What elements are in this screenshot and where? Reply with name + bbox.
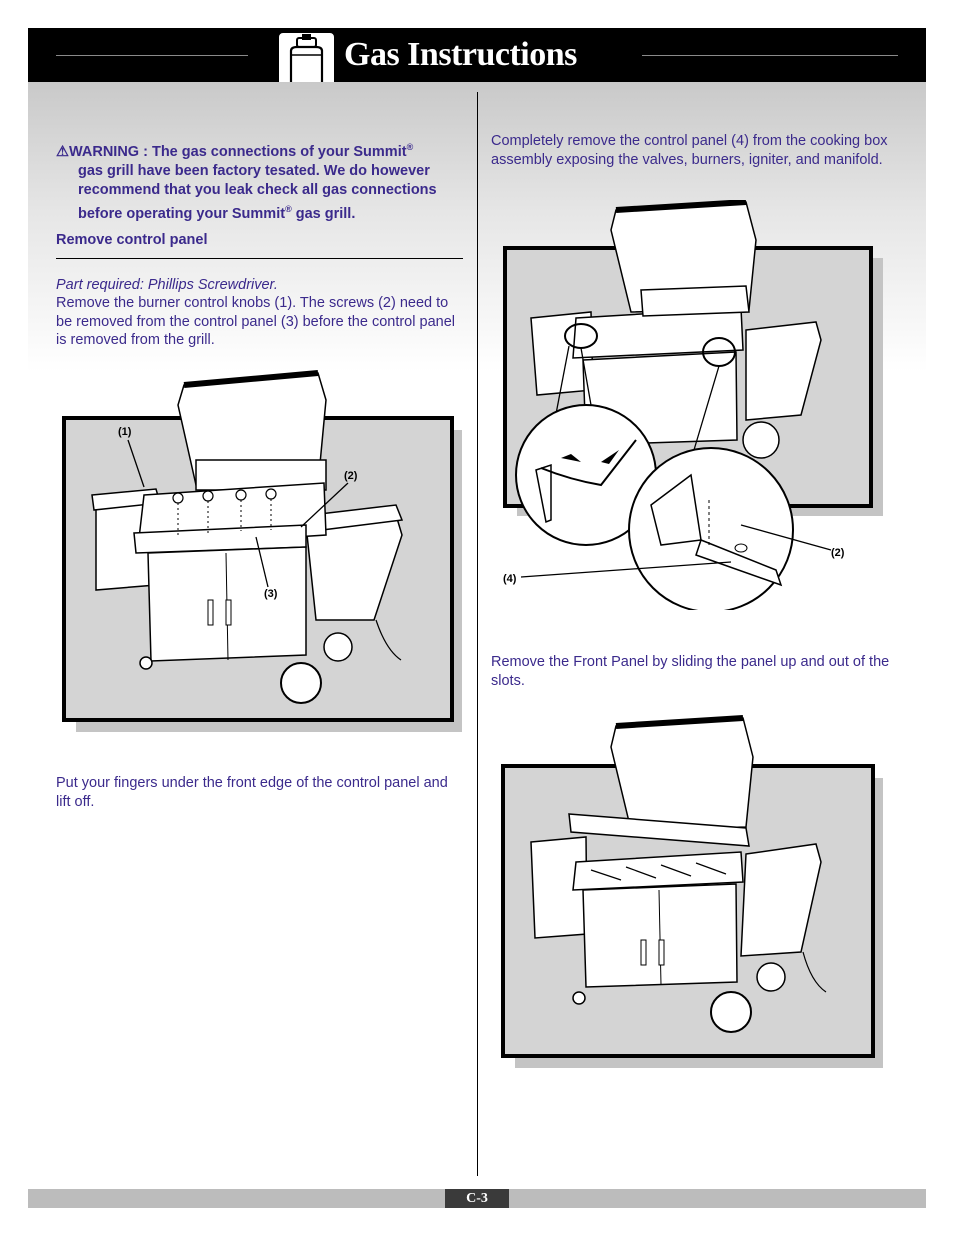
figure-3-front-panel-removal	[491, 712, 911, 1072]
warning-line-3: recommend that you leak check all gas co…	[78, 181, 437, 198]
header-rule-right	[642, 55, 898, 56]
section-rule	[56, 258, 463, 259]
page-title: Gas Instructions	[344, 36, 577, 73]
warning-line-4: before operating your Summit® gas grill.	[78, 203, 356, 222]
callout-2: (2)	[344, 470, 358, 482]
figure-1-grill-control-panel: (1) (2) (3)	[56, 365, 466, 737]
warning-icon: ⚠	[56, 143, 69, 160]
callout-1: (1)	[118, 426, 132, 438]
callout-4: (4)	[503, 573, 517, 585]
header-rule-left	[56, 55, 248, 56]
figure-2-control-panel-removal: (4) (2)	[491, 199, 911, 613]
warning-notice: ⚠WARNING : The gas connections of your S…	[56, 138, 468, 224]
column-divider	[477, 92, 478, 1176]
step-1-text: Remove the burner control knobs (1). The…	[56, 295, 455, 348]
warning-line-1: WARNING : The gas connections of your Su…	[69, 143, 407, 160]
step-3-text: Completely remove the control panel (4) …	[491, 133, 888, 168]
warning-line-2: gas grill have been factory tesated. We …	[78, 162, 430, 179]
step-4-text: Remove the Front Panel by sliding the pa…	[491, 654, 890, 689]
section-heading: Remove control panel	[56, 232, 208, 248]
callout-2b: (2)	[831, 547, 845, 559]
step-2-text: Put your fingers under the front edge of…	[56, 775, 448, 810]
part-required-text: Part required: Phillips Screwdriver.	[56, 277, 278, 293]
page-number: C-3	[445, 1189, 509, 1208]
callout-3: (3)	[264, 588, 278, 600]
